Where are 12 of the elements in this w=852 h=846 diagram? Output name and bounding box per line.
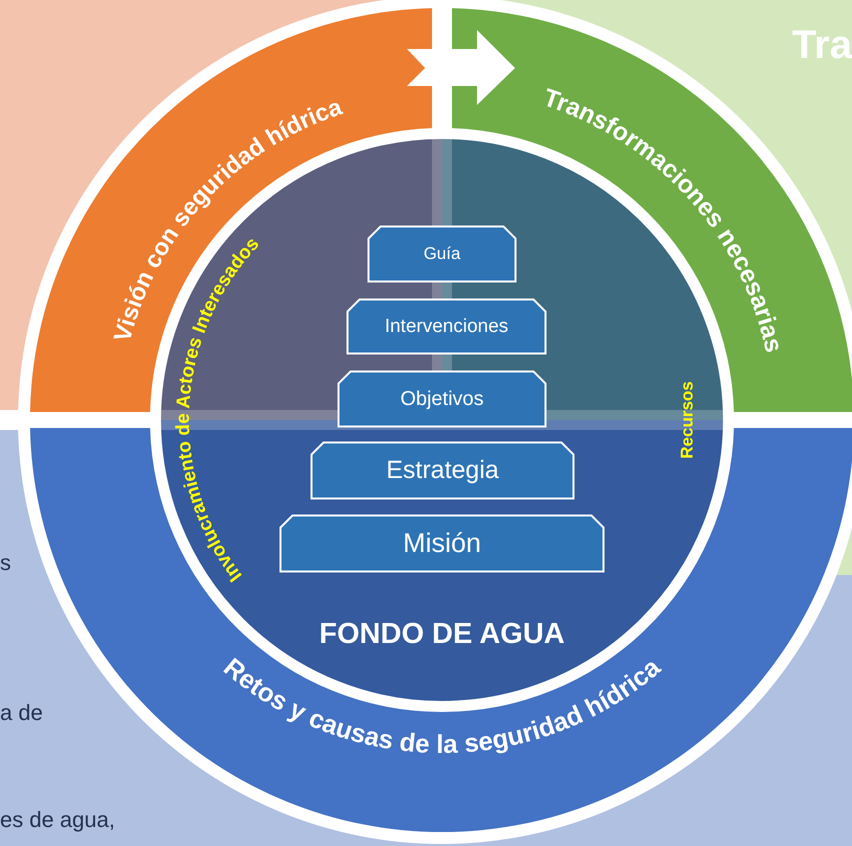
pyramid-step: Objetivos	[337, 370, 547, 428]
vertical-label: Recursos	[678, 381, 696, 459]
panel-text: s	[0, 550, 11, 576]
arrow	[407, 30, 515, 105]
panel-text: es de agua,	[0, 807, 115, 832]
pyramid-step: Guía	[367, 225, 517, 283]
pyramid-step: Misión	[279, 514, 605, 573]
pyramid-step: Estrategia	[310, 441, 575, 500]
panel-text: Tra	[792, 22, 852, 68]
panel-text: a de	[0, 700, 43, 726]
pyramid-step: Intervenciones	[346, 298, 547, 355]
circle-title: FONDO DE AGUA	[319, 617, 565, 652]
